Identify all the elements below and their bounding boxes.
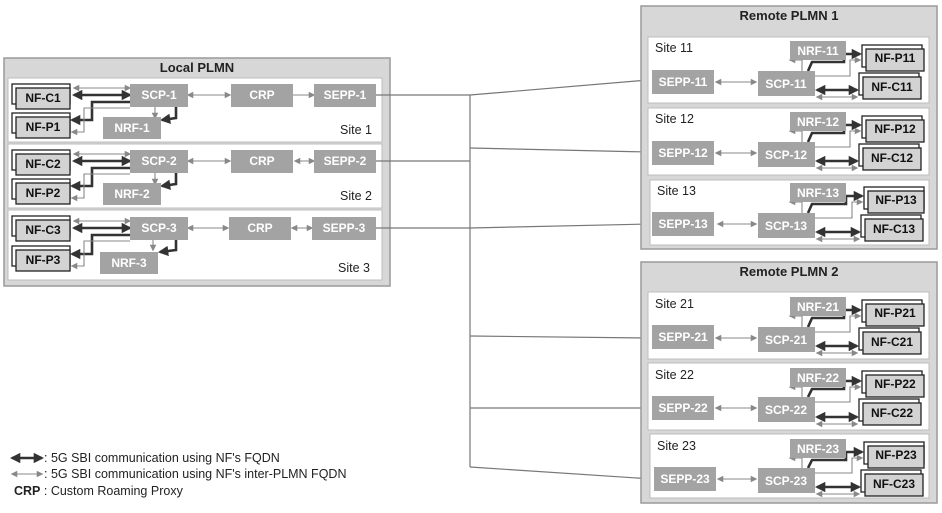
remote-plmn-2: Remote PLMN 2 Site 21 SEPP-21 SCP-21 NRF… — [640, 261, 938, 504]
site-label: Site 2 — [340, 189, 372, 203]
nf-consumer-box: NF-C1 — [11, 83, 71, 110]
nrf-label: NRF-23 — [797, 442, 839, 456]
sepp-label: SEPP-12 — [658, 146, 708, 160]
nf-p-label: NF-P1 — [26, 120, 61, 134]
nf-c-label: NF-C1 — [25, 91, 61, 105]
nf-p-label: NF-P12 — [874, 122, 916, 136]
local-site-1: NF-C1 NF-P1 SCP-1 NRF-1 CRP SEPP-1 Site … — [7, 77, 383, 143]
nf-consumer-box: NF-C23 — [860, 469, 924, 497]
nf-c-label: NF-C22 — [871, 406, 913, 420]
local-site-3: NF-C3 NF-P3 SCP-3 NRF-3 CRP SEPP-3 Site … — [7, 209, 383, 281]
legend-crp-key: CRP — [14, 484, 40, 498]
crp-label: CRP — [249, 154, 274, 168]
scp-label: SCP-23 — [765, 474, 807, 488]
nf-consumer-box: NF-C22 — [858, 398, 922, 426]
nrf-label: NRF-3 — [111, 256, 147, 270]
nrf-label: NRF-13 — [797, 186, 839, 200]
scp-label: SCP-11 — [765, 77, 807, 91]
nf-p-label: NF-P23 — [875, 448, 917, 462]
nf-p-label: NF-P22 — [874, 377, 916, 391]
nrf-label: NRF-2 — [114, 187, 150, 201]
scp-label: SCP-12 — [765, 148, 807, 162]
nf-c-label: NF-C21 — [871, 335, 913, 349]
site-label: Site 12 — [655, 112, 694, 126]
nf-p-label: NF-P3 — [26, 253, 61, 267]
nf-producer-box: NF-P13 — [863, 186, 925, 214]
nf-producer-box: NF-P23 — [863, 441, 925, 469]
scp-label: SCP-22 — [765, 403, 807, 417]
site-label: Site 11 — [655, 41, 693, 55]
nf-consumer-box: NF-C21 — [858, 327, 922, 355]
remote-plmn-title: Remote PLMN 2 — [740, 264, 839, 279]
nrf-label: NRF-12 — [797, 115, 839, 129]
site-label: Site 3 — [338, 261, 370, 275]
remote-plmn-1: Remote PLMN 1 Site 11 SEPP-11 SCP-11 NRF… — [640, 5, 938, 250]
nrf-label: NRF-1 — [114, 121, 150, 135]
nf-p-label: NF-P21 — [874, 306, 916, 320]
nf-consumer-box: NF-C3 — [11, 215, 71, 242]
local-plmn-title: Local PLMN — [160, 60, 234, 75]
sepp-label: SEPP-21 — [658, 330, 708, 344]
nf-consumer-box: NF-C12 — [858, 143, 922, 171]
local-plmn: Local PLMN NF-C1 NF-P1 — [3, 57, 391, 287]
nrf-label: NRF-22 — [797, 371, 839, 385]
sepp-label: SEPP-13 — [658, 217, 708, 231]
nrf-label: NRF-11 — [797, 44, 839, 58]
scp-label: SCP-13 — [765, 219, 807, 233]
nf-producer-box: NF-P3 — [11, 245, 71, 272]
sepp-label: SEPP-3 — [323, 221, 366, 235]
legend-thick-text: : 5G SBI communication using NF's FQDN — [44, 451, 280, 465]
nf-consumer-box: NF-C2 — [11, 149, 71, 176]
remote-plmn-title: Remote PLMN 1 — [740, 8, 839, 23]
nf-producer-box: NF-P12 — [861, 115, 925, 143]
nf-consumer-box: NF-C11 — [858, 72, 922, 100]
legend: : 5G SBI communication using NF's FQDN :… — [9, 451, 346, 498]
site-label: Site 21 — [655, 297, 694, 311]
sepp-label: SEPP-22 — [658, 401, 708, 415]
crp-label: CRP — [247, 221, 272, 235]
scp-label: SCP-1 — [141, 88, 177, 102]
nf-c-label: NF-C12 — [871, 151, 913, 165]
scp-label: SCP-3 — [141, 221, 177, 235]
nf-producer-box: NF-P21 — [861, 299, 925, 327]
nf-c-label: NF-C13 — [873, 222, 915, 236]
nf-p-label: NF-P2 — [26, 186, 61, 200]
nf-c-label: NF-C2 — [25, 157, 61, 171]
nf-c-label: NF-C11 — [871, 80, 913, 94]
nf-producer-box: NF-P2 — [11, 178, 71, 205]
site-label: Site 22 — [655, 368, 694, 382]
nf-consumer-box: NF-C13 — [860, 214, 924, 242]
nf-p-label: NF-P13 — [875, 193, 917, 207]
remote-site-13: Site 13 SEPP-13 SCP-13 NRF-13 NF-P13 NF-… — [649, 179, 930, 246]
remote-site-22: Site 22 SEPP-22 SCP-22 NRF-22 NF-P22 NF-… — [647, 362, 930, 431]
sepp-label: SEPP-1 — [324, 88, 367, 102]
legend-crp-line: CRP : Custom Roaming Proxy — [14, 484, 184, 498]
sepp-label: SEPP-2 — [324, 154, 367, 168]
legend-thin-text: : 5G SBI communication using NF's inter-… — [44, 467, 346, 481]
nf-producer-box: NF-P22 — [861, 370, 925, 398]
nrf-label: NRF-21 — [797, 300, 839, 314]
remote-site-11: Site 11 SEPP-11 SCP-11 NRF-11 NF-P11 NF-… — [647, 36, 930, 104]
local-site-2: NF-C2 NF-P2 SCP-2 NRF-2 CRP SEPP-2 Site … — [7, 143, 383, 209]
nf-producer-box: NF-P1 — [11, 112, 71, 139]
nf-producer-box: NF-P11 — [861, 44, 925, 72]
scp-label: SCP-21 — [765, 333, 807, 347]
nf-c-label: NF-C3 — [25, 223, 61, 237]
sepp-label: SEPP-11 — [659, 75, 708, 89]
inter-plmn-links — [376, 76, 654, 483]
remote-site-21: Site 21 SEPP-21 SCP-21 NRF-21 NF-P21 NF-… — [647, 291, 930, 360]
nf-p-label: NF-P11 — [875, 51, 916, 65]
remote-site-23: Site 23 SEPP-23 SCP-23 NRF-23 NF-P23 NF-… — [649, 433, 930, 499]
sepp-label: SEPP-23 — [660, 472, 710, 486]
site-label: Site 1 — [340, 123, 372, 137]
nf-c-label: NF-C23 — [873, 477, 915, 491]
legend-crp-text: : Custom Roaming Proxy — [40, 484, 183, 498]
site-label: Site 23 — [657, 439, 696, 453]
site-label: Site 13 — [657, 184, 696, 198]
remote-site-12: Site 12 SEPP-12 SCP-12 NRF-12 NF-P12 NF-… — [647, 107, 930, 176]
scp-label: SCP-2 — [141, 154, 177, 168]
crp-label: CRP — [249, 88, 274, 102]
